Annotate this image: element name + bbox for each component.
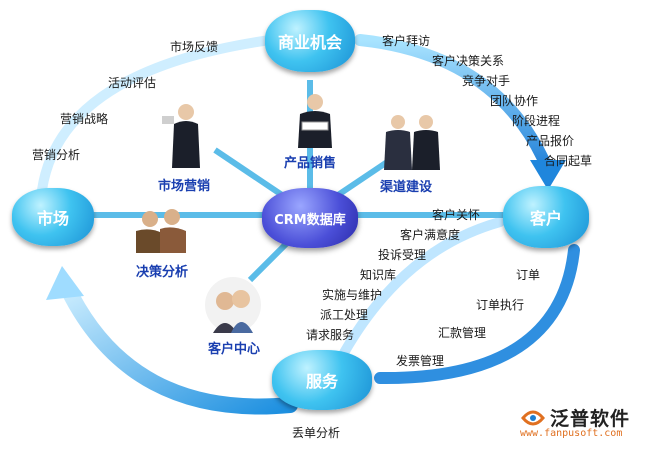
label-complaint-handling: 投诉受理 bbox=[378, 248, 427, 262]
people-illustration-marketing bbox=[162, 104, 200, 168]
label-marketing-analysis: 营销分析 bbox=[32, 148, 81, 162]
label-service-request: 请求服务 bbox=[306, 328, 355, 342]
people-illustration-decision bbox=[136, 209, 186, 253]
arc-service-market bbox=[58, 277, 298, 415]
label-marketing: 市场营销 bbox=[158, 179, 211, 194]
label-order: 订单 bbox=[516, 268, 541, 282]
label-knowledge-base: 知识库 bbox=[360, 268, 397, 282]
label-customer-decision: 客户决策关系 bbox=[432, 54, 505, 68]
label-activity-evaluation: 活动评估 bbox=[108, 76, 157, 90]
label-dispatch: 派工处理 bbox=[320, 308, 369, 322]
label-order-execution: 订单执行 bbox=[476, 298, 525, 312]
node-market: 市场 bbox=[12, 188, 94, 246]
arc-opportunity-customer bbox=[354, 34, 554, 176]
node-customer: 客户 bbox=[503, 186, 589, 248]
label-channel: 渠道建设 bbox=[380, 180, 433, 195]
fanpu-logo-icon bbox=[521, 410, 545, 425]
label-decision: 决策分析 bbox=[136, 265, 189, 280]
label-remittance: 汇款管理 bbox=[438, 326, 487, 340]
arrowhead-market bbox=[46, 266, 84, 300]
label-product-sales: 产品销售 bbox=[284, 156, 337, 171]
logo-name: 泛普软件 bbox=[550, 408, 631, 430]
arc-customer-service-outer bbox=[374, 244, 580, 385]
label-customer-center: 客户中心 bbox=[208, 342, 261, 357]
brand-logo: 泛普软件 www.fanpusoft.com bbox=[520, 404, 631, 439]
arc-customer-service-inner bbox=[335, 217, 505, 365]
label-customer-visit: 客户拜访 bbox=[382, 34, 431, 48]
label-customer-satisfaction: 客户满意度 bbox=[400, 228, 461, 242]
label-team-collab: 团队协作 bbox=[490, 94, 539, 108]
label-stage-progress: 阶段进程 bbox=[512, 114, 561, 128]
people-illustration-customer-center bbox=[205, 277, 261, 333]
label-customer-care: 客户关怀 bbox=[432, 208, 481, 222]
label-lost-order-analysis: 丢单分析 bbox=[292, 426, 341, 440]
label-implementation: 实施与维护 bbox=[322, 288, 383, 302]
node-service: 服务 bbox=[272, 350, 372, 410]
label-market-feedback: 市场反馈 bbox=[170, 40, 219, 54]
label-product-quote: 产品报价 bbox=[526, 134, 575, 148]
spoke-lower-left bbox=[247, 237, 293, 283]
logo-url: www.fanpusoft.com bbox=[520, 428, 623, 439]
arc-market-opportunity bbox=[37, 35, 275, 195]
node-business-opportunity: 商业机会 bbox=[265, 10, 355, 72]
label-marketing-strategy: 营销战略 bbox=[60, 112, 109, 126]
label-contract-draft: 合同起草 bbox=[544, 154, 593, 168]
people-illustration-product-sales bbox=[298, 94, 332, 148]
people-illustration-channel bbox=[384, 115, 440, 170]
label-competitor: 竞争对手 bbox=[462, 74, 511, 88]
label-invoice: 发票管理 bbox=[396, 354, 445, 368]
node-crm-database: CRM数据库 bbox=[262, 188, 358, 248]
arrowhead-customer bbox=[530, 160, 566, 190]
spoke-upper-left bbox=[213, 147, 284, 198]
